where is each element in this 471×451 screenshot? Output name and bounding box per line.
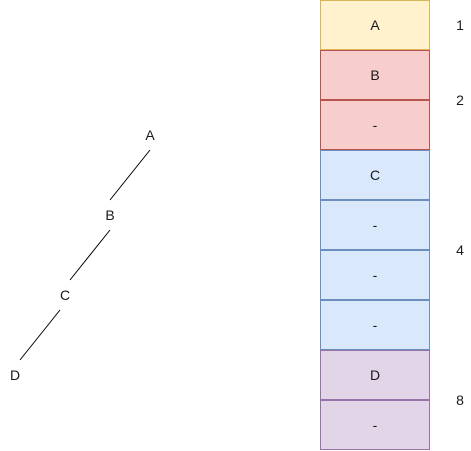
- array-cell: B: [320, 50, 430, 100]
- array-cell: C: [320, 150, 430, 200]
- array-cell: -: [320, 200, 430, 250]
- block-size-label: 8: [456, 392, 464, 408]
- array-cell: A: [320, 0, 430, 50]
- tree-node-c: C: [59, 287, 71, 303]
- array-cell: D: [320, 350, 430, 400]
- tree-node-d: D: [9, 367, 21, 383]
- edge-c-d: [19, 309, 61, 361]
- edge-b-c: [69, 229, 111, 281]
- array-cell: -: [320, 400, 430, 450]
- block-size-label: 4: [456, 242, 464, 258]
- array-cell: -: [320, 100, 430, 150]
- tree-node-a: A: [145, 127, 155, 143]
- edge-a-b: [109, 149, 151, 201]
- array-cell: -: [320, 300, 430, 350]
- block-size-label: 2: [456, 92, 464, 108]
- block-size-label: 1: [456, 17, 464, 33]
- array-cell: -: [320, 250, 430, 300]
- tree-node-b: B: [105, 207, 115, 223]
